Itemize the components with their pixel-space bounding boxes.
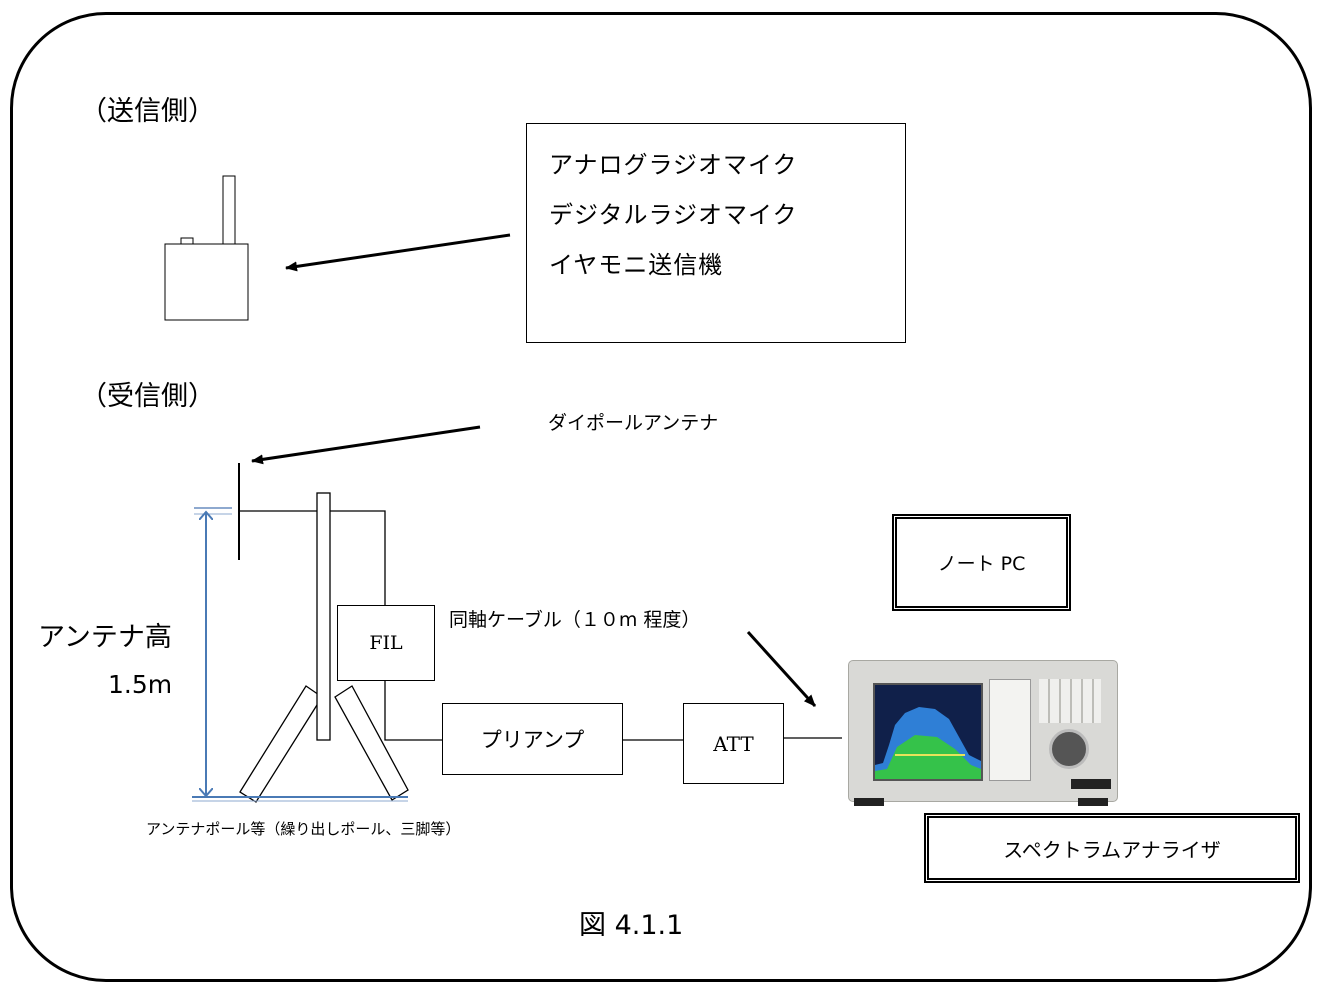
antenna-pole <box>239 492 409 803</box>
attenuator-box: ATT <box>683 703 784 784</box>
transmitter-item: デジタルラジオマイク <box>549 201 798 229</box>
transmit-section-label: （送信側） <box>80 96 215 127</box>
notebook-pc-box: ノート PC <box>892 514 1071 611</box>
attenuator-label: ATT <box>713 731 754 756</box>
preamp-label: プリアンプ <box>480 728 585 752</box>
transmitter-item: アナログラジオマイク <box>549 151 798 179</box>
receive-section-label: （受信側） <box>80 381 215 412</box>
coax-cable-label: 同軸ケーブル（１０m 程度） <box>449 609 701 631</box>
antenna-arrow <box>251 425 481 465</box>
antenna-height-dimension <box>192 507 408 802</box>
transmitter-item: イヤモニ送信機 <box>549 251 724 279</box>
transmitter-icon <box>164 175 249 321</box>
pole-note: アンテナポール等（繰り出しポール、三脚等） <box>146 820 461 838</box>
analyzer-screen <box>873 683 983 781</box>
preamp-box: プリアンプ <box>442 703 623 775</box>
filter-label: FIL <box>369 632 403 654</box>
spectrum-analyzer-box: スペクトラムアナライザ <box>924 813 1300 883</box>
spectrum-analyzer-label: スペクトラムアナライザ <box>1003 837 1221 862</box>
dipole-antenna-label: ダイポールアンテナ <box>548 412 719 434</box>
notebook-pc-label: ノート PC <box>937 553 1026 575</box>
transmitter-list: アナログラジオマイク デジタルラジオマイク イヤモニ送信機 <box>526 123 906 343</box>
figure-caption: 図 4.1.1 <box>579 910 684 941</box>
spectrum-analyzer-image <box>848 660 1118 806</box>
filter-box: FIL <box>337 605 435 681</box>
transmitter-arrow <box>285 233 511 272</box>
antenna-height-value: 1.5m <box>108 670 173 699</box>
coax-arrow <box>746 630 817 708</box>
antenna-height-label: アンテナ高 <box>38 622 172 653</box>
